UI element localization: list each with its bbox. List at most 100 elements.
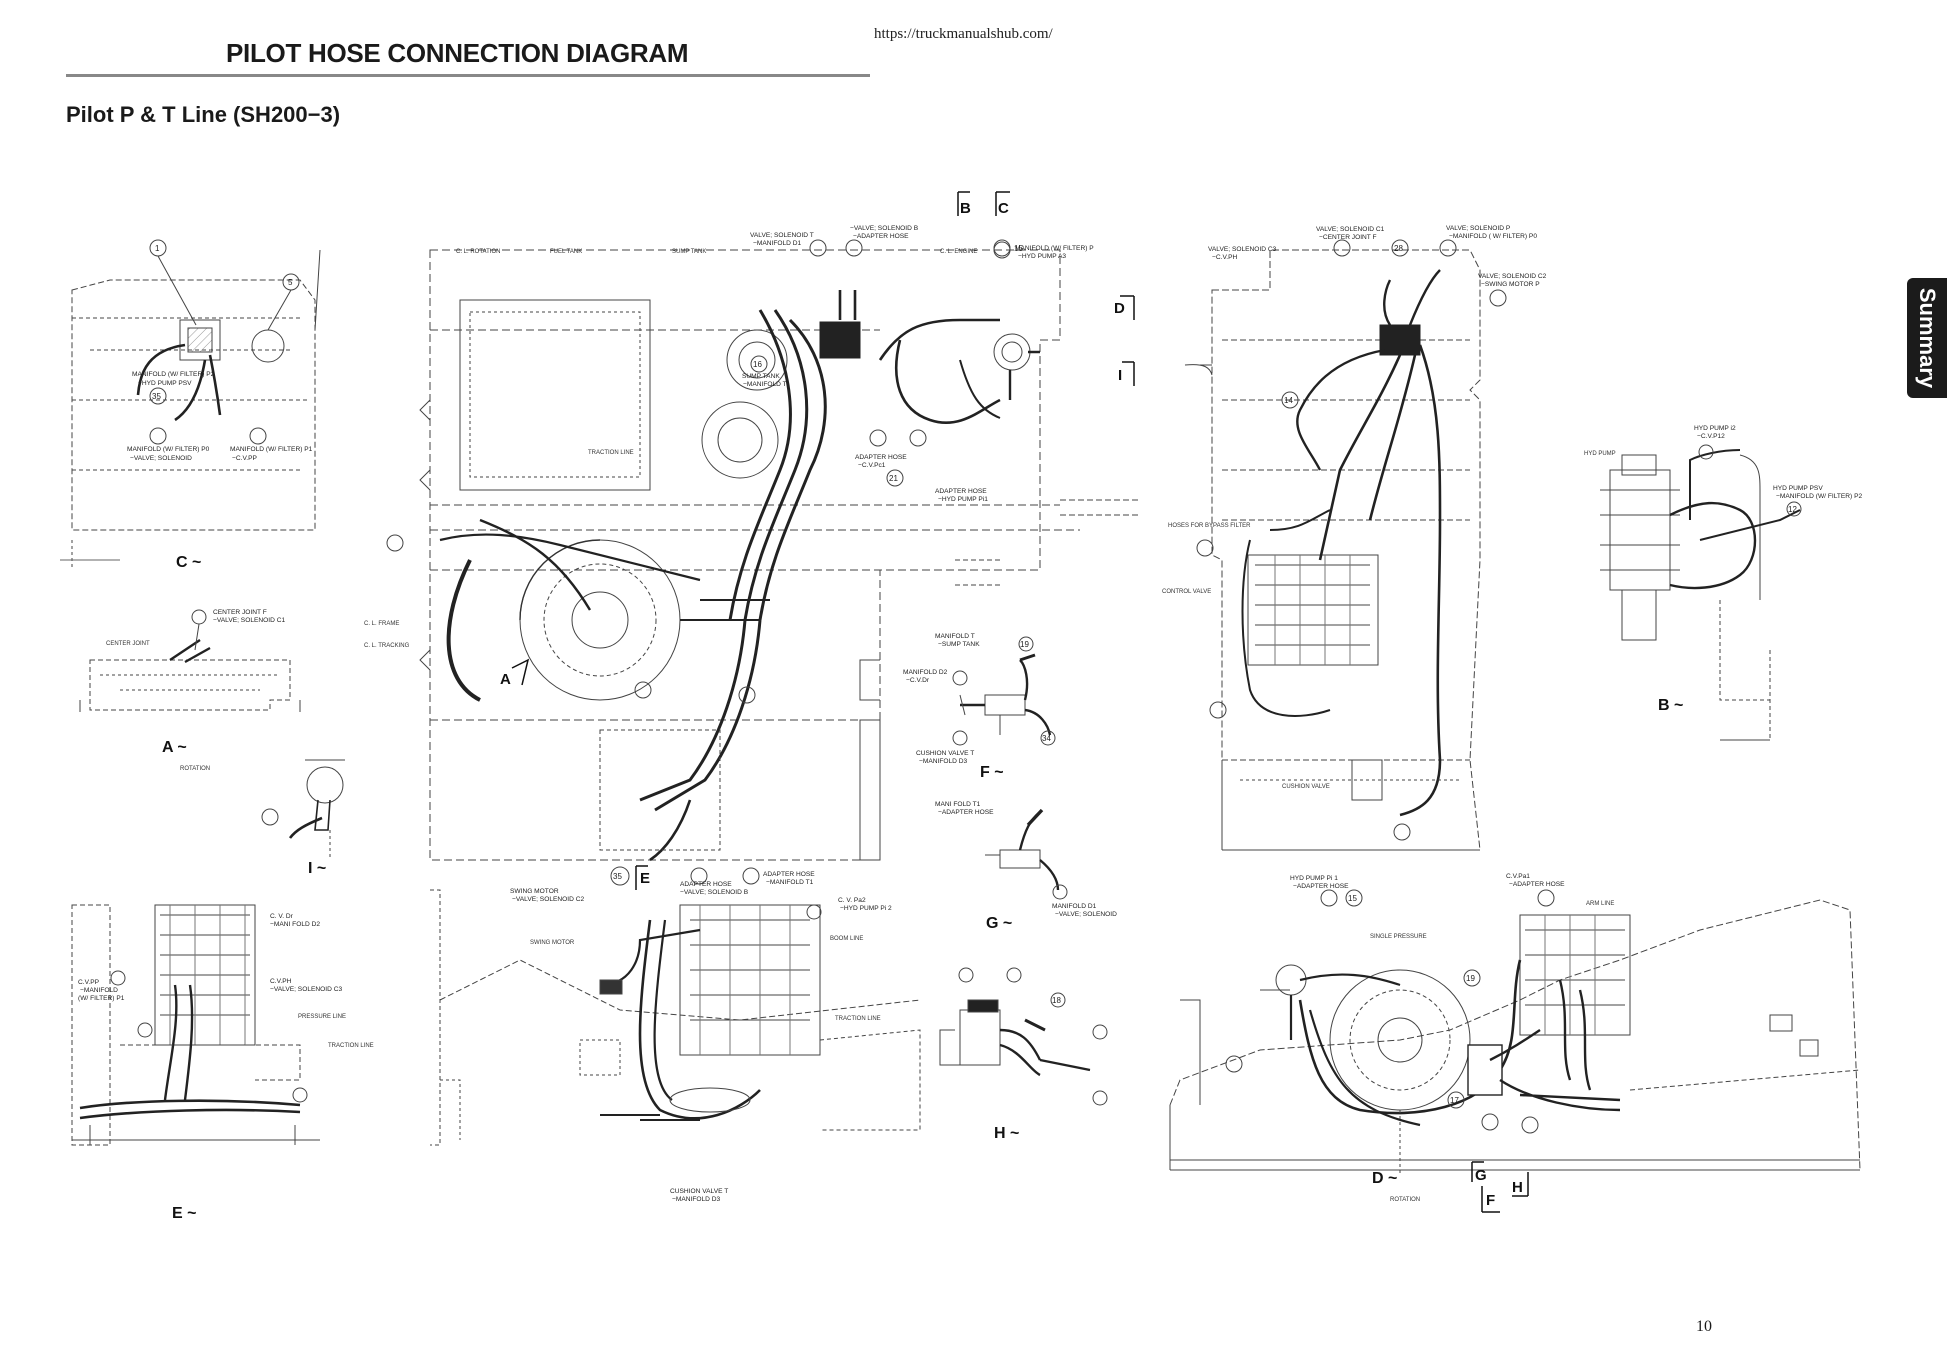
callout-19: 19 — [1020, 640, 1029, 649]
title-rule — [66, 74, 870, 77]
swing-label-cvpa2: C. V. Pa2 — [838, 897, 866, 904]
svg-text:G: G — [1475, 1167, 1487, 1184]
d-label-cushion-valve: CUSHION VALVE — [1282, 784, 1330, 790]
main-label-cl-tracking: C. L. TRACKING — [364, 643, 410, 649]
view-b-drawing — [1600, 444, 1802, 741]
e-label-cv-dr: C. V. Dr — [270, 913, 294, 920]
callout-15-lower: 15 — [1348, 894, 1357, 903]
c-label-hyd-pump-psv: −HYD PUMP PSV — [138, 380, 192, 387]
view-c-title: C ~ — [176, 554, 201, 571]
view-e-title: E ~ — [172, 1205, 196, 1222]
lower-label-hyd-pump-pi1: HYD PUMP Pi 1 — [1290, 875, 1338, 882]
view-g-drawing — [985, 808, 1068, 900]
view-h-title: H ~ — [994, 1125, 1019, 1142]
marker-f: F — [1481, 1186, 1500, 1213]
view-b-title: B ~ — [1658, 697, 1683, 714]
callout-15: 15 — [1014, 244, 1023, 253]
swing-label-hyd-pump-pi2: −HYD PUMP Pi 2 — [840, 905, 892, 912]
swing-label-swing-motor: SWING MOTOR — [510, 888, 559, 895]
f-label-manifold-d2: MANIFOLD D2 — [903, 669, 948, 676]
view-f-drawing — [952, 636, 1056, 746]
marker-i: I — [1118, 361, 1135, 386]
page-number: 10 — [1696, 1318, 1712, 1335]
callout-35: 35 — [152, 392, 161, 401]
e-label-traction-line: TRACTION LINE — [328, 1043, 374, 1049]
svg-text:C: C — [998, 200, 1009, 217]
b-label-hyd-pump-jp: HYD PUMP — [1584, 451, 1616, 457]
view-f-title: F ~ — [980, 764, 1004, 781]
lower-label-rotation: ROTATION — [1390, 1197, 1420, 1203]
callout-28: 28 — [1394, 244, 1403, 253]
main-label-adapter-hose-t1: ADAPTER HOSE — [763, 871, 815, 878]
callout-19-lower: 19 — [1466, 974, 1475, 983]
main-label-cvpc1: −C.V.Pc1 — [858, 462, 886, 469]
callout-14: 14 — [1284, 396, 1293, 405]
b-label-hyd-pump-psv: HYD PUMP PSV — [1773, 485, 1823, 492]
a-label-center-joint-f: CENTER JOINT F — [213, 609, 267, 616]
svg-text:D: D — [1114, 300, 1125, 317]
callout-16: 16 — [753, 360, 762, 369]
main-label-adapter-hose-b: ADAPTER HOSE — [680, 881, 732, 888]
d-label-valve-solenoid-p: VALVE; SOLENOID P — [1446, 225, 1511, 232]
lower-label-arm-line: ARM LINE — [1586, 901, 1614, 907]
c-label-manifold-p2: MANIFOLD (W/ FILTER) P2 — [132, 371, 215, 378]
f-label-manifold-d3: −MANIFOLD D3 — [919, 758, 968, 765]
main-label-cl-engine: C. L. ENGINE — [940, 249, 977, 255]
b-label-hyd-pump-i2: HYD PUMP i2 — [1694, 425, 1736, 432]
marker-d: D — [1114, 295, 1135, 320]
swing-label-boom-line: BOOM LINE — [830, 936, 863, 942]
a-label-valve-solenoid-c1: −VALVE; SOLENOID C1 — [213, 617, 285, 624]
e-label-pressure-line: PRESSURE LINE — [298, 1014, 346, 1020]
svg-text:E: E — [640, 870, 650, 887]
svg-text:I: I — [1118, 367, 1122, 384]
d-label-hoses-bypass: HOSES FOR BYPASS FILTER — [1168, 523, 1251, 529]
marker-e: E — [635, 865, 650, 890]
svg-text:A: A — [500, 671, 511, 688]
d-label-control-valve: CONTROL VALVE — [1162, 589, 1211, 595]
marker-c: C — [995, 191, 1010, 217]
view-g-title: G ~ — [986, 915, 1012, 932]
d-label-center-joint-f: −CENTER JOINT F — [1319, 234, 1377, 241]
b-label-cvp12: −C.V.P12 — [1697, 433, 1725, 440]
main-label-cl-rotation: C. L. ROTATION — [456, 249, 500, 255]
view-a-title: A ~ — [162, 739, 187, 756]
main-label-hyd-pump-a3: −HYD PUMP A3 — [1018, 253, 1066, 260]
main-label-manifold-t: −MANIFOLD T — [743, 381, 787, 388]
marker-h: H — [1512, 1172, 1529, 1197]
e-label-mani-fold-d2: −MANI FOLD D2 — [270, 921, 320, 928]
swing-label-traction-line: TRACTION LINE — [835, 1016, 881, 1022]
main-label-adapter-hose-2: ADAPTER HOSE — [935, 488, 987, 495]
g-label-adapter-hose: −ADAPTER HOSE — [938, 809, 994, 816]
summary-tab[interactable]: Summary — [1907, 278, 1947, 398]
e-label-cvph: C.V.PH — [270, 978, 292, 985]
d-label-swing-motor-p: −SWING MOTOR P — [1481, 281, 1540, 288]
main-label-fuel-tank: FUEL TANK — [550, 249, 582, 255]
a-label-rotation: ROTATION — [180, 766, 210, 772]
lower-right-view-drawing — [1169, 889, 1861, 1175]
main-label-adapter-hose-cvpc1: ADAPTER HOSE — [855, 454, 907, 461]
main-label-sump-tank: SUMP TANK — [672, 249, 706, 255]
source-url[interactable]: https://truckmanualshub.com/ — [874, 26, 1053, 42]
c-label-cvpp: −C.V.PP — [232, 455, 257, 462]
page-title: PILOT HOSE CONNECTION DIAGRAM — [226, 38, 689, 68]
c-label-valve-solenoid: −VALVE; SOLENOID — [130, 455, 192, 462]
g-label-mani-fold-t1: MANI FOLD T1 — [935, 801, 981, 808]
callout-18: 18 — [1052, 996, 1061, 1005]
marker-a: A — [500, 658, 530, 688]
main-label-traction-line: TRACTION LINE — [588, 450, 634, 456]
e-label-w-filter-p1: (W/ FILTER) P1 — [78, 995, 125, 1002]
callout-35-main: 35 — [613, 872, 622, 881]
c-label-manifold-p0: MANIFOLD (W/ FILTER) P0 — [127, 446, 210, 453]
d-label-valve-solenoid-c3: VALVE; SOLENOID C3 — [1208, 246, 1277, 253]
swing-label-valve-solenoid-c2: −VALVE; SOLENOID C2 — [512, 896, 584, 903]
view-c-drawing — [60, 239, 321, 570]
main-label-adapter-hose: −ADAPTER HOSE — [853, 233, 909, 240]
swing-label-manifold-d3: −MANIFOLD D3 — [672, 1196, 721, 1203]
e-label-manifold: −MANIFOLD — [80, 987, 118, 994]
d-label-manifold-w-filter-p0: −MANIFOLD ( W/ FILTER) P0 — [1449, 233, 1537, 240]
main-label-valve-solenoid-b: −VALVE; SOLENOID B — [850, 225, 919, 232]
main-label-cl-frame: C. L. FRAME — [364, 621, 399, 627]
view-e-drawing — [71, 904, 320, 1146]
d-label-cvph: −C.V.PH — [1212, 254, 1237, 261]
swing-label-cushion-valve-t: CUSHION VALVE T — [670, 1188, 728, 1195]
